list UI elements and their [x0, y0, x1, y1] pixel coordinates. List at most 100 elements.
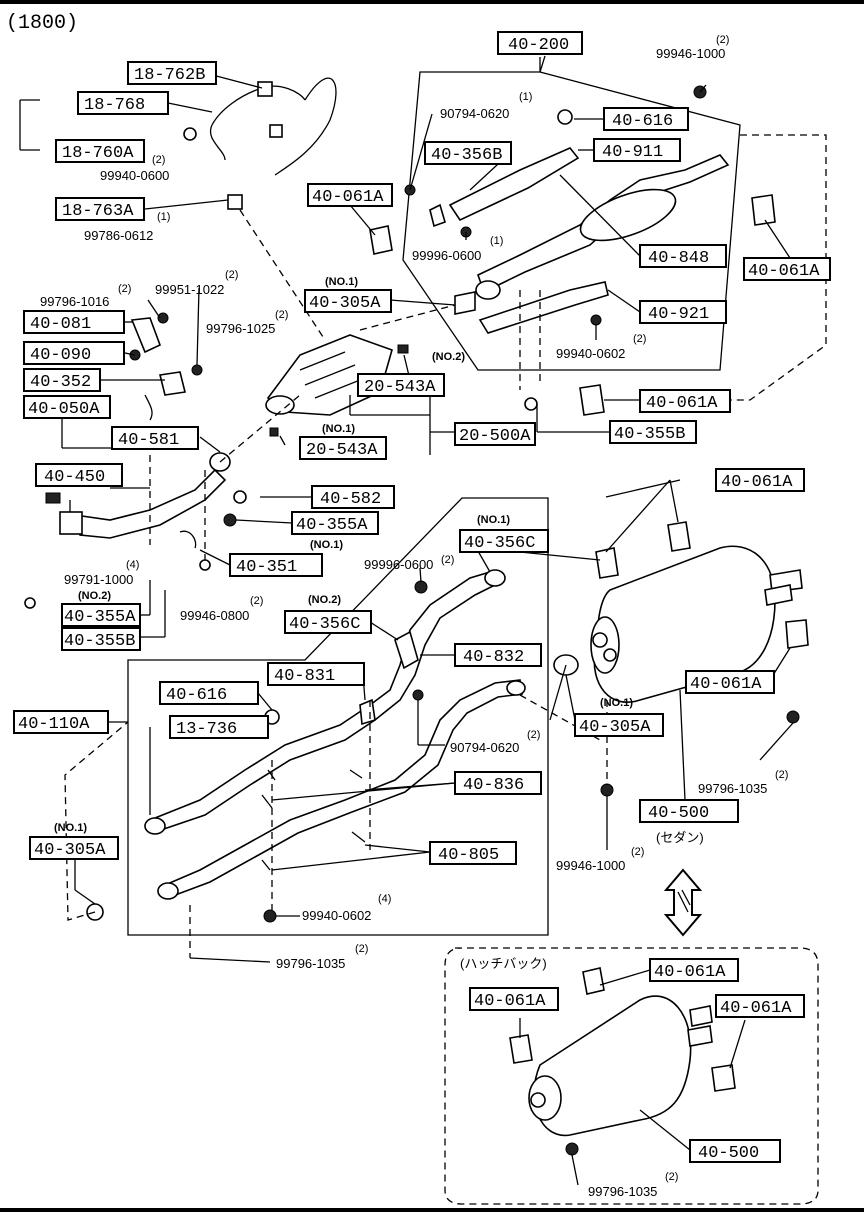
svg-text:99796-1025: 99796-1025: [206, 321, 275, 336]
svg-text:99951-1022: 99951-1022: [155, 282, 224, 297]
svg-text:20-500A: 20-500A: [459, 427, 531, 446]
stud-40-582: [233, 490, 247, 504]
part-label-40-450: 40-450: [35, 463, 123, 487]
part-label-40-500-sedan: 40-500: [639, 799, 739, 823]
svg-text:(NO.1): (NO.1): [600, 697, 633, 709]
sensor-harness-wire-2: [274, 77, 337, 176]
svg-text:(2): (2): [527, 729, 540, 741]
svg-text:40-061A: 40-061A: [654, 963, 726, 982]
part-label-40-356C-2: 40-356C: [284, 610, 372, 634]
part-label-40-305A-1: 40-305A: [304, 289, 392, 313]
part-label-40-061A-3: 40-061A: [639, 389, 731, 413]
svg-text:(NO.1): (NO.1): [322, 423, 355, 435]
svg-text:(1): (1): [157, 211, 170, 223]
svg-text:18-762B: 18-762B: [134, 66, 205, 85]
svg-text:99940-0600: 99940-0600: [100, 168, 169, 183]
part-label-40-081: 40-081: [23, 310, 125, 334]
svg-text:40-305A: 40-305A: [34, 841, 106, 860]
part-label-18-760A: 18-760A: [55, 139, 145, 163]
svg-text:99796-1016: 99796-1016: [40, 294, 109, 309]
nut-99996-0600-low: [414, 580, 428, 594]
oxygen-sensor: [227, 194, 243, 210]
clip-40-351: [179, 530, 197, 549]
part-label-40-356C-1: 40-356C: [459, 529, 549, 553]
hanger-rubber-40-061A-4: [667, 521, 691, 552]
svg-text:(4): (4): [378, 893, 391, 905]
hanger-rubber-40-061A-1: [369, 225, 393, 255]
svg-text:99946-0800: 99946-0800: [180, 608, 249, 623]
svg-text:99791-1000: 99791-1000: [64, 572, 133, 587]
part-label-20-543A-2: 20-543A: [299, 436, 387, 460]
part-label-40-305A-2: 40-305A: [574, 713, 664, 737]
svg-text:(NO.1): (NO.1): [325, 276, 358, 288]
part-label-40-355A-1: 40-355A: [291, 511, 379, 535]
svg-text:40-355A: 40-355A: [296, 516, 368, 535]
svg-text:(2): (2): [665, 1171, 678, 1183]
hanger-rubber-40-061A-8: [582, 967, 605, 995]
svg-text:(セダン): (セダン): [656, 830, 704, 845]
svg-text:99940-0602: 99940-0602: [302, 908, 371, 923]
part-label-40-061A-7: 40-061A: [469, 987, 559, 1011]
part-label-20-500A: 20-500A: [454, 422, 536, 446]
plug-no1: [269, 427, 279, 437]
svg-text:99796-1035: 99796-1035: [276, 956, 345, 971]
svg-text:(NO.1): (NO.1): [310, 539, 343, 551]
svg-text:(1): (1): [519, 91, 532, 103]
part-label-40-090: 40-090: [23, 341, 125, 365]
part-label-40-836: 40-836: [454, 771, 542, 795]
part-label-40-352: 40-352: [23, 368, 101, 392]
muffler-inlet-stub: [769, 569, 803, 593]
part-label-40-831: 40-831: [267, 662, 365, 686]
svg-text:90794-0620: 90794-0620: [450, 740, 519, 755]
svg-text:(2): (2): [250, 595, 263, 607]
svg-text:40-200: 40-200: [508, 36, 569, 55]
svg-text:(NO.2): (NO.2): [432, 351, 465, 363]
svg-text:40-616: 40-616: [612, 112, 673, 131]
svg-text:(2): (2): [631, 846, 644, 858]
svg-text:40-061A: 40-061A: [721, 473, 793, 492]
svg-text:40-305A: 40-305A: [579, 718, 651, 737]
svg-text:40-500: 40-500: [648, 804, 709, 823]
svg-text:(NO.2): (NO.2): [308, 594, 341, 606]
manifold-flange-40-450: [59, 511, 83, 535]
part-label-18-762B: 18-762B: [127, 61, 217, 85]
part-label-40-616-low: 40-616: [159, 681, 259, 705]
svg-text:40-356B: 40-356B: [431, 146, 502, 165]
part-label-40-061A-1: 40-061A: [307, 183, 393, 207]
svg-text:40-911: 40-911: [602, 143, 663, 162]
svg-text:40-061A: 40-061A: [748, 262, 820, 281]
part-label-40-305A-3: 40-305A: [29, 836, 119, 860]
group-outline-40-200: [402, 57, 741, 371]
hanger-rubber-40-061A-5: [595, 547, 619, 579]
svg-text:(2): (2): [152, 154, 165, 166]
svg-text:40-090: 40-090: [30, 346, 91, 365]
part-label-40-616-top: 40-616: [603, 107, 689, 131]
part-label-40-355B-2: 40-355B: [61, 627, 141, 651]
svg-text:(2): (2): [441, 554, 454, 566]
svg-text:18-760A: 18-760A: [62, 144, 134, 163]
svg-text:90794-0620: 90794-0620: [440, 106, 509, 121]
part-label-40-351: 40-351: [229, 553, 323, 577]
svg-text:40-110A: 40-110A: [18, 715, 90, 734]
svg-text:40-582: 40-582: [320, 490, 381, 509]
part-label-40-061A-6: 40-061A: [649, 958, 739, 982]
converter-flange: [265, 395, 295, 415]
hanger-rubber-40-061A-7: [509, 1034, 533, 1064]
svg-text:40-352: 40-352: [30, 373, 91, 392]
svg-text:18-768: 18-768: [84, 96, 145, 115]
svg-text:99996-0600: 99996-0600: [412, 248, 481, 263]
part-label-40-832: 40-832: [454, 643, 542, 667]
hanger-rubber-40-061A-3: [579, 384, 605, 416]
front-pipe-40-581: [73, 468, 227, 539]
svg-text:(2): (2): [633, 333, 646, 345]
svg-text:40-836: 40-836: [463, 776, 524, 795]
svg-text:40-081: 40-081: [30, 315, 91, 334]
part-label-40-061A-2: 40-061A: [743, 257, 831, 281]
svg-text:99796-1035: 99796-1035: [698, 781, 767, 796]
part-label-40-921: 40-921: [639, 300, 727, 324]
stay-40-352: [159, 371, 186, 396]
svg-text:40-061A: 40-061A: [720, 999, 792, 1018]
part-label-40-911: 40-911: [593, 138, 681, 162]
svg-text:40-450: 40-450: [44, 468, 105, 487]
